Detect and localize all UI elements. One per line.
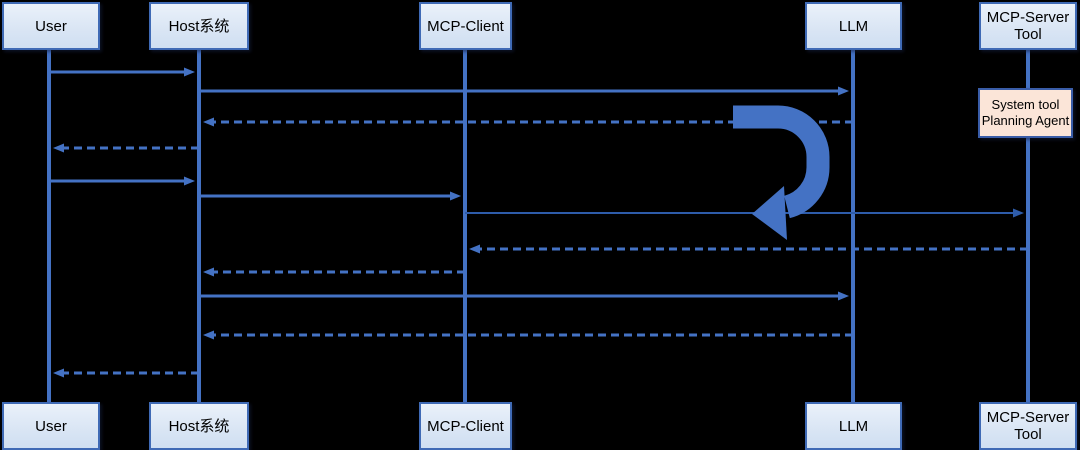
message-user-to-host [49,67,195,77]
arrowhead [53,143,64,153]
participant-bottom-mcp-server: MCP-Server Tool [979,402,1077,450]
arrowhead [838,291,849,301]
arrowhead [203,267,214,277]
participant-top-user: User [2,2,100,50]
arrowhead [203,117,214,127]
participant-label: LLM [838,417,869,435]
message-mcp-server-to-mcp-client [469,244,1028,254]
message-llm-to-host [203,330,853,340]
participant-label: MCP-Client [427,417,504,435]
participant-bottom-user: User [2,402,100,450]
message-host-to-llm [199,86,849,96]
participant-label: User [35,417,67,435]
participant-bottom-llm: LLM [805,402,902,450]
message-user-to-host [49,176,195,186]
arrowhead [184,67,195,77]
message-host-to-user [53,368,199,378]
participant-label: MCP-Client [427,17,504,35]
participant-label: User [35,17,67,35]
arrowhead [53,368,64,378]
participant-top-mcp-server: MCP-Server Tool [979,2,1077,50]
arrowhead [203,330,214,340]
participant-label: Host系统 [168,17,230,35]
message-host-to-llm [199,291,849,301]
participant-top-llm: LLM [805,2,902,50]
u-turn-arrow-shaft [733,105,830,219]
participant-label: LLM [838,17,869,35]
participant-label: MCP-Server Tool [986,9,1070,43]
arrowhead [469,244,480,254]
arrowhead [450,191,461,201]
u-turn-arrow-head [752,186,787,240]
message-mcp-client-to-host [203,267,465,277]
system-tool-planning-agent-box: System tool Planning Agent [978,88,1073,138]
participant-top-host: Host系统 [149,2,249,50]
participant-bottom-mcp-client: MCP-Client [419,402,512,450]
arrowhead [1013,208,1024,218]
system-tool-planning-agent-label: System tool Planning Agent [981,97,1070,128]
participant-label: Host系统 [168,417,230,435]
arrowhead [838,86,849,96]
participant-top-mcp-client: MCP-Client [419,2,512,50]
message-host-to-user [53,143,199,153]
message-mcp-client-to-mcp-server [465,208,1024,218]
arrowhead [184,176,195,186]
participant-label: MCP-Server Tool [986,409,1070,443]
participant-bottom-host: Host系统 [149,402,249,450]
message-host-to-mcp-client [199,191,461,201]
